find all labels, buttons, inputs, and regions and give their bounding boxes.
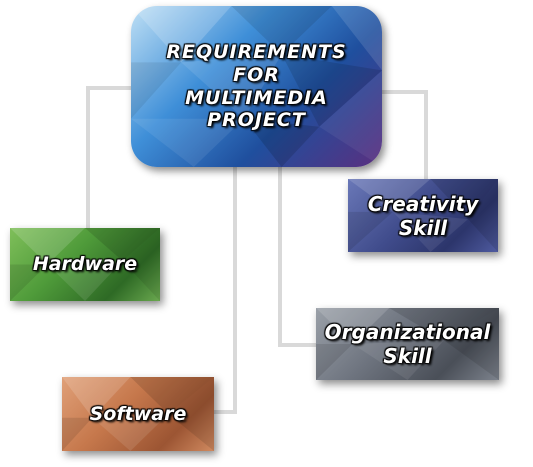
facet-texture xyxy=(131,6,382,167)
connector-root-software xyxy=(214,165,237,414)
facet-texture xyxy=(62,377,214,451)
node-hardware: Hardware xyxy=(10,228,160,301)
node-software-label: Software xyxy=(89,402,187,425)
node-organizational-label-line-1: Organizational xyxy=(324,320,491,344)
facet-texture xyxy=(10,228,160,301)
node-creativity-label-line-2: Skill xyxy=(398,215,448,240)
node-hardware-label: Hardware xyxy=(32,253,138,276)
node-software: Software xyxy=(62,377,214,451)
root-label-line-4: PROJECT xyxy=(207,109,306,132)
root-label-line-2: FOR xyxy=(233,63,280,86)
node-creativity-label-line-1: Creativity xyxy=(367,191,479,216)
root-label-line-1: REQUIREMENTS xyxy=(166,40,347,63)
facet-texture xyxy=(348,179,498,252)
connector-root-organizational xyxy=(278,165,318,347)
node-creativity-skill: Creativity Skill xyxy=(348,179,498,252)
facet-texture xyxy=(316,308,499,380)
node-organizational-label-line-2: Skill xyxy=(383,344,432,368)
connector-root-hardware xyxy=(86,86,135,230)
node-organizational-skill: Organizational Skill xyxy=(316,308,499,380)
connector-root-creativity xyxy=(380,90,428,181)
root-node: REQUIREMENTS FOR MULTIMEDIA PROJECT xyxy=(131,6,382,167)
root-label-line-3: MULTIMEDIA xyxy=(185,86,328,109)
